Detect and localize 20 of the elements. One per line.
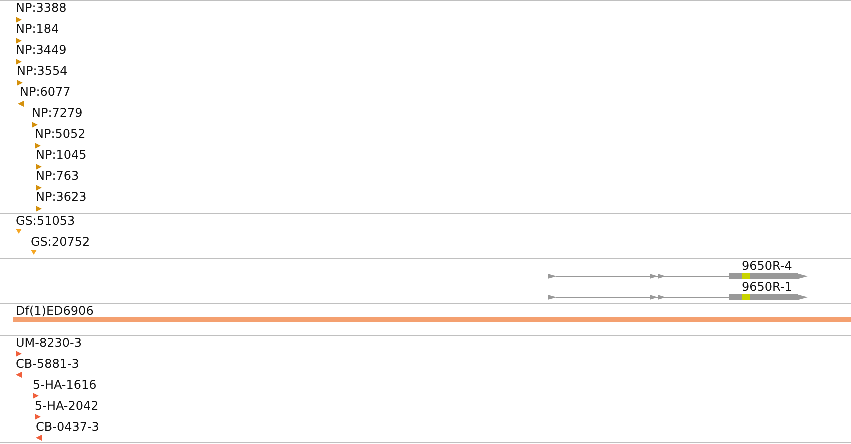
feature-label: UM-8230-3 bbox=[16, 336, 82, 350]
feature-label: CB-0437-3 bbox=[36, 420, 100, 434]
feature-label: 5-HA-2042 bbox=[35, 399, 99, 413]
feature-label: NP:3554 bbox=[17, 64, 68, 78]
feature-label: GS:51053 bbox=[16, 214, 76, 228]
feature-label: CB-5881-3 bbox=[16, 357, 80, 371]
feature-label: Df(1)ED6906 bbox=[16, 304, 94, 318]
feature-label: NP:3623 bbox=[36, 190, 87, 204]
feature-label: NP:3449 bbox=[16, 43, 67, 57]
feature-label: 9650R-4 bbox=[742, 259, 792, 273]
feature-label: NP:184 bbox=[16, 22, 60, 36]
feature-label: NP:6077 bbox=[20, 85, 71, 99]
feature-label: NP:3388 bbox=[16, 1, 67, 15]
feature-label: NP:7279 bbox=[32, 106, 83, 120]
feature-label: 5-HA-1616 bbox=[33, 378, 97, 392]
feature-label: 9650R-1 bbox=[742, 280, 792, 294]
feature-label: NP:5052 bbox=[35, 127, 86, 141]
feature-label: GS:20752 bbox=[31, 235, 90, 249]
feature-label: NP:1045 bbox=[36, 148, 87, 162]
feature-label: NP:763 bbox=[36, 169, 80, 183]
